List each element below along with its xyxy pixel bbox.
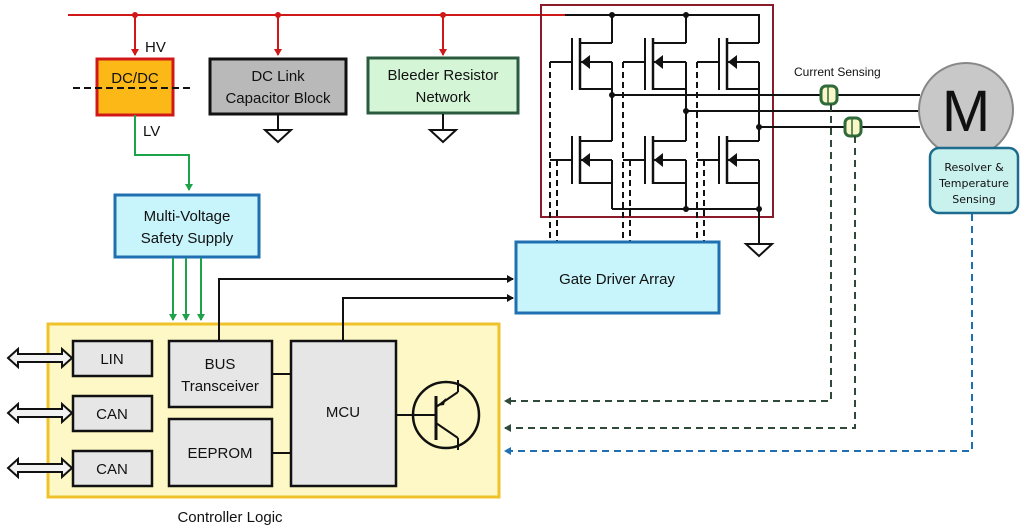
current-sensor-2 [843, 116, 863, 138]
bleeder-label-2: Network [415, 89, 471, 106]
mosfet-icon [697, 38, 759, 90]
ground-icon [427, 129, 459, 144]
current-sensing-label: Current Sensing [794, 65, 881, 79]
dc-link-label-2: Capacitor Block [225, 90, 331, 107]
bus-transceiver: BUS Transceiver [167, 339, 274, 409]
mosfet-icon [623, 136, 686, 184]
gate-driver-array: Gate Driver Array [514, 240, 721, 315]
dc-link-label-1: DC Link [251, 68, 305, 85]
supply-label-2: Safety Supply [141, 230, 234, 247]
bleeder-label-1: Bleeder Resistor [388, 67, 499, 84]
resolver-label-2: Temperature [938, 177, 1009, 190]
controller-label: Controller Logic [177, 509, 283, 526]
bus-label-2: Transceiver [181, 378, 259, 395]
eeprom-label: EEPROM [187, 445, 252, 462]
bus-label-1: BUS [205, 356, 236, 373]
can-interface-2: CAN [71, 449, 154, 488]
mosfet-icon [697, 136, 759, 184]
dc-link-capacitor-block: DC Link Capacitor Block [208, 57, 348, 144]
gate-driver-label: Gate Driver Array [559, 271, 675, 288]
current-sensor-1 [819, 84, 839, 106]
controller-logic: Controller Logic LIN CAN CAN BUS Transce… [6, 275, 514, 526]
mcu: MCU [289, 339, 398, 488]
resolver-temperature-sensing: Resolver & Temperature Sensing [928, 146, 1020, 215]
dcdc-label: DC/DC [111, 70, 159, 87]
ground-icon [262, 129, 294, 144]
gate-drive-signals [549, 62, 705, 242]
resolver-label-3: Sensing [952, 193, 995, 206]
bidirectional-arrow-icon [6, 456, 74, 480]
lin-label: LIN [100, 351, 123, 368]
bidirectional-arrow-icon [6, 401, 74, 425]
current-sensing: Current Sensing [794, 65, 881, 138]
feedback-signals [504, 104, 973, 455]
bleeder-resistor-network: Bleeder Resistor Network [366, 56, 520, 144]
bidirectional-arrow-icon [6, 346, 74, 370]
dcdc-converter: DC/DC HV LV [73, 39, 190, 140]
hv-bus [68, 12, 760, 56]
can-label-1: CAN [96, 406, 128, 423]
mosfet-icon [550, 136, 612, 184]
lin-interface: LIN [71, 339, 154, 378]
can-label-2: CAN [96, 461, 128, 478]
eeprom: EEPROM [167, 417, 274, 488]
supply-label-1: Multi-Voltage [144, 208, 231, 225]
lv-supply-line [134, 115, 193, 191]
mosfet-icon [623, 38, 686, 90]
inverter-bridge [540, 4, 920, 258]
mosfet-icon [550, 38, 612, 90]
multi-voltage-safety-supply: Multi-Voltage Safety Supply [113, 193, 261, 321]
lv-label: LV [143, 123, 160, 140]
hv-label: HV [145, 39, 166, 56]
motor-label: M [942, 79, 990, 144]
transistor-icon [396, 380, 481, 450]
can-interface-1: CAN [71, 394, 154, 433]
ground-icon [743, 243, 775, 258]
resolver-label-1: Resolver & [944, 161, 1004, 174]
mcu-label: MCU [326, 404, 360, 421]
motor: M [918, 62, 1014, 158]
